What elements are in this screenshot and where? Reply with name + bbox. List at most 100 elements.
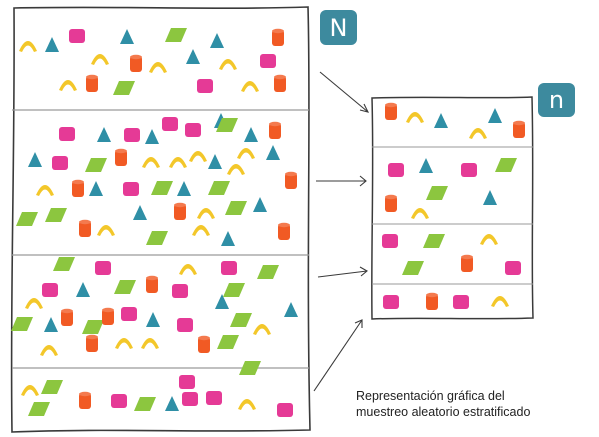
teal-triangle [165, 396, 179, 411]
magenta-square [69, 29, 85, 43]
magenta-square [185, 123, 201, 137]
yellow-arc [91, 54, 109, 65]
sample-elements [382, 102, 525, 310]
green-parallelogram [223, 283, 245, 297]
teal-triangle [253, 197, 267, 212]
caption: Representación gráfica del muestreo alea… [356, 388, 586, 420]
magenta-square [59, 127, 75, 141]
sample-frame [371, 96, 534, 320]
arrow-stratum-4 [313, 319, 363, 392]
arrow-stratum-4-head [354, 319, 363, 328]
orange-cylinder [79, 219, 91, 237]
teal-triangle [221, 231, 235, 246]
magenta-square [182, 392, 198, 406]
green-parallelogram [53, 257, 75, 271]
green-parallelogram [85, 158, 107, 172]
orange-cylinder [269, 121, 281, 139]
magenta-square [206, 391, 222, 405]
population-box [10, 6, 311, 433]
teal-triangle [145, 129, 159, 144]
orange-cylinder [272, 28, 284, 46]
teal-triangle [266, 145, 280, 160]
teal-triangle [76, 282, 90, 297]
green-parallelogram [257, 265, 279, 279]
teal-triangle [210, 33, 224, 48]
orange-cylinder [86, 74, 98, 92]
green-parallelogram [82, 320, 104, 334]
yellow-arc [169, 157, 187, 168]
arrow-stratum-3 [317, 270, 368, 278]
yellow-arc [411, 208, 429, 219]
magenta-square [111, 394, 127, 408]
orange-cylinder [513, 120, 525, 138]
magenta-square [123, 182, 139, 196]
orange-cylinder [274, 74, 286, 92]
magenta-square [172, 284, 188, 298]
green-parallelogram [146, 231, 168, 245]
green-parallelogram [165, 28, 187, 42]
teal-triangle [419, 158, 433, 173]
teal-triangle [244, 127, 258, 142]
caption-line-2: muestreo aleatorio estratificado [356, 405, 531, 419]
yellow-arc [40, 345, 58, 356]
green-parallelogram [208, 181, 230, 195]
teal-triangle [89, 181, 103, 196]
magenta-square [383, 295, 399, 309]
teal-triangle [97, 127, 111, 142]
yellow-arc [19, 41, 37, 52]
sample-box [371, 96, 534, 320]
yellow-arc [469, 128, 487, 139]
teal-triangle [28, 152, 42, 167]
yellow-arc [179, 264, 197, 275]
teal-triangle [133, 205, 147, 220]
yellow-arc [253, 324, 271, 335]
magenta-square [505, 261, 521, 275]
green-parallelogram [45, 208, 67, 222]
orange-cylinder [102, 307, 114, 325]
green-parallelogram [423, 234, 445, 248]
teal-triangle [434, 113, 448, 128]
teal-triangle [45, 37, 59, 52]
green-parallelogram [495, 158, 517, 172]
arrow-badge-to-sample [319, 71, 369, 113]
orange-cylinder [461, 254, 473, 272]
green-parallelogram [426, 186, 448, 200]
orange-cylinder [385, 194, 397, 212]
yellow-arc [149, 62, 167, 73]
green-parallelogram [16, 212, 38, 226]
green-parallelogram [114, 280, 136, 294]
teal-triangle [146, 312, 160, 327]
orange-cylinder [426, 292, 438, 310]
teal-triangle [120, 29, 134, 44]
yellow-arc [142, 157, 160, 168]
yellow-arc [480, 234, 498, 245]
population-elements [11, 28, 298, 417]
orange-cylinder [115, 148, 127, 166]
yellow-arc [115, 338, 133, 349]
yellow-arc [241, 81, 259, 92]
magenta-square [453, 295, 469, 309]
orange-cylinder [285, 171, 297, 189]
yellow-arc [197, 208, 215, 219]
yellow-arc [238, 399, 256, 410]
yellow-arc [25, 298, 43, 309]
magenta-square [177, 318, 193, 332]
population-badge-label: N [330, 14, 348, 42]
green-parallelogram [11, 317, 33, 331]
yellow-arc [97, 225, 115, 236]
yellow-arc [491, 296, 509, 307]
teal-triangle [177, 181, 191, 196]
magenta-square [197, 79, 213, 93]
teal-triangle [215, 294, 229, 309]
yellow-arc [192, 225, 210, 236]
green-parallelogram [28, 402, 50, 416]
green-parallelogram [225, 201, 247, 215]
yellow-arc [36, 185, 54, 196]
yellow-arc [189, 151, 207, 162]
teal-triangle [483, 190, 497, 205]
green-parallelogram [151, 181, 173, 195]
green-parallelogram [217, 335, 239, 349]
orange-cylinder [146, 275, 158, 293]
teal-triangle [44, 317, 58, 332]
